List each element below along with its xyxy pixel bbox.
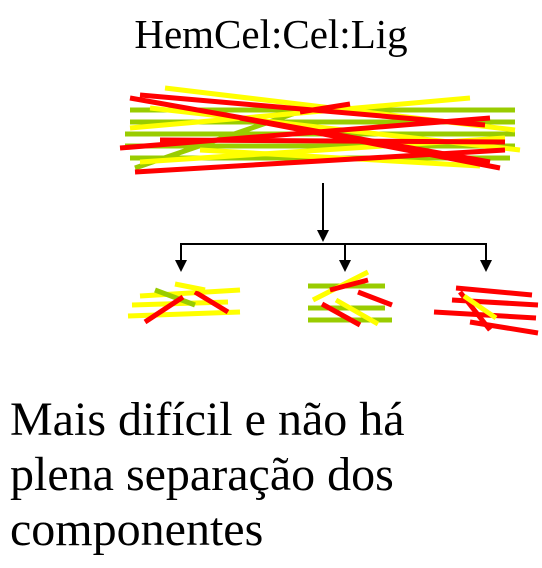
caption-text: Mais difícil e não há plena separação do… <box>10 392 535 557</box>
down-arrow-icon <box>175 183 492 272</box>
separated-fraction-icon <box>433 285 539 336</box>
lignocellulose-bundle-icon <box>119 85 521 175</box>
separated-fraction-icon <box>308 269 393 328</box>
separated-fraction-icon <box>127 281 241 325</box>
diagram-title: HemCel:Cel:Lig <box>134 11 408 57</box>
caption-line: Mais difícil e não há <box>10 393 405 446</box>
caption-line: componentes <box>10 503 264 556</box>
caption-line: plena separação dos <box>10 448 394 501</box>
